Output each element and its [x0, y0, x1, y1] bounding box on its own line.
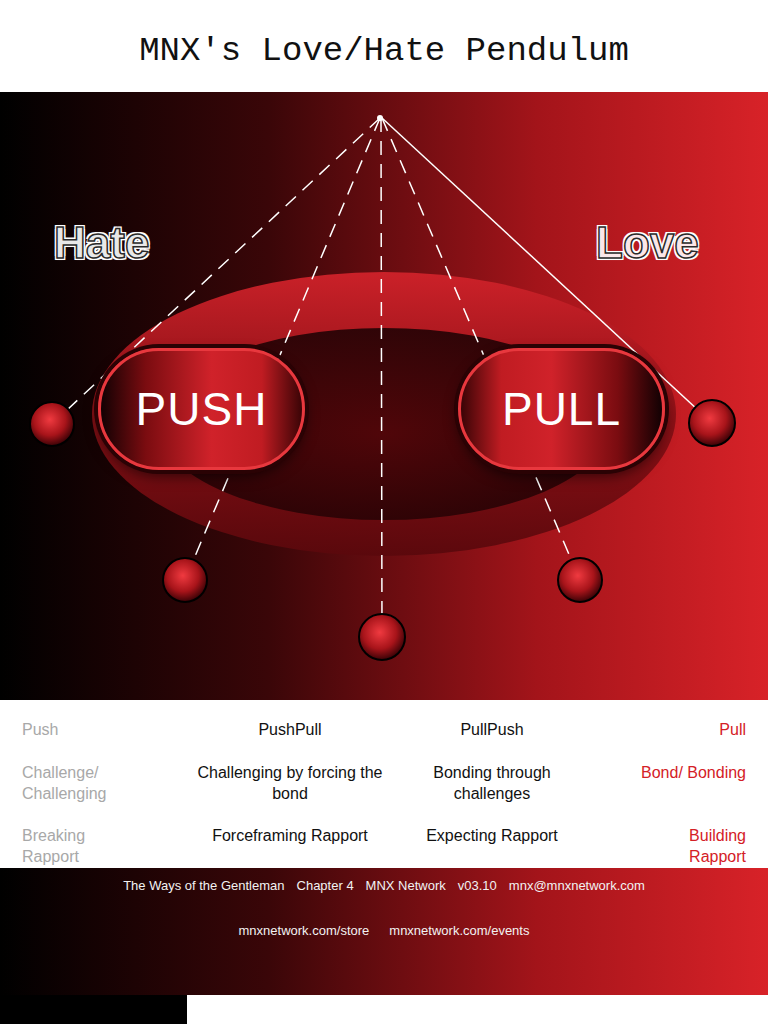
- pendulum-pill: PUSH: [98, 348, 305, 470]
- love-heading: Love: [596, 218, 699, 268]
- footer-band: [0, 868, 768, 995]
- title: MNX's Love/Hate Pendulum: [0, 32, 768, 70]
- footer-row: The Ways of the Gentleman Chapter 4 MNX Ne…: [0, 878, 768, 893]
- footer-link: mnxnetwork.com/events: [389, 923, 529, 938]
- table-cell: Challenge/ Challenging: [22, 762, 132, 804]
- corner-block: [0, 995, 187, 1024]
- table-cell: PushPull: [192, 719, 388, 740]
- pivot: [377, 115, 383, 121]
- pill-label: PUSH: [136, 382, 268, 436]
- table-cell: Forceframing Rapport: [192, 825, 388, 846]
- pendulum-pill: PULL: [458, 348, 665, 470]
- pendulum-strings: [52, 118, 712, 637]
- footer-row: mnxnetwork.com/store mnxnetwork.com/event…: [0, 923, 768, 938]
- table-cell: Breaking Rapport: [22, 825, 132, 867]
- table-cell: Pull: [636, 719, 746, 740]
- table-cell: Challenging by forcing the bond: [192, 762, 388, 804]
- footer-text: The Ways of the Gentleman: [123, 878, 284, 893]
- table-cell: Push: [22, 719, 132, 740]
- pill-label: PULL: [502, 382, 621, 436]
- hate-heading: Hate: [54, 218, 149, 268]
- table-cell: PullPush: [400, 719, 584, 740]
- table-cell: Building Rapport: [636, 825, 746, 867]
- footer-link: mnxnetwork.com/store: [239, 923, 370, 938]
- footer-text: Chapter 4: [297, 878, 354, 893]
- footer-text: MNX Network: [366, 878, 446, 893]
- table-cell: Expecting Rapport: [400, 825, 584, 846]
- footer-text: mnx@mnxnetwork.com: [509, 878, 645, 893]
- table-cell: Bond/ Bonding: [636, 762, 746, 783]
- footer-text: v03.10: [458, 878, 497, 893]
- gradient-band: [0, 92, 768, 700]
- table-cell: Bonding through challenges: [400, 762, 584, 804]
- orbit-ring: [92, 272, 676, 556]
